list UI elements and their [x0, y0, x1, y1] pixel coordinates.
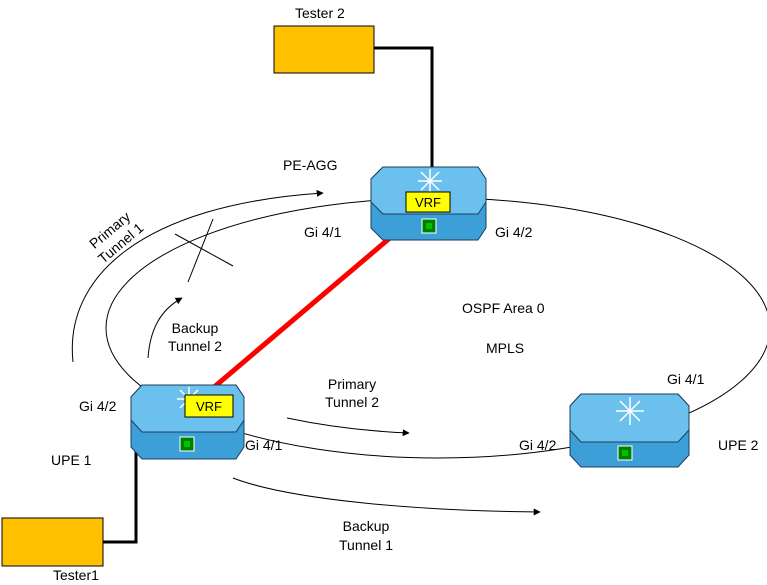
upe1-port-gi41: Gi 4/1 [245, 437, 283, 453]
pe-agg-label: PE-AGG [283, 157, 337, 173]
upe1-router: VRF [130, 384, 245, 460]
tester-1 [1, 517, 104, 567]
vrf-label: VRF [196, 399, 222, 414]
upe2-port-gi42: Gi 4/2 [519, 437, 557, 453]
router-star-icon [616, 397, 644, 425]
switch-module-icon [179, 436, 195, 452]
tester-2 [273, 25, 375, 74]
upe2-router [569, 393, 690, 468]
pe-agg-port-gi42: Gi 4/2 [495, 224, 533, 240]
upe1-label: UPE 1 [51, 452, 92, 468]
backup-tunnel-2-label-line1: Backup [172, 320, 219, 336]
pe-agg-router: VRF [370, 166, 487, 241]
primary-tunnel-2-arrow [286, 417, 410, 437]
backup-tunnel-1-arrow [232, 477, 541, 516]
tunnel-failure-mark [187, 218, 214, 283]
tester1-link [103, 450, 138, 544]
tester2-link [374, 46, 434, 175]
primary-tunnel-2-label-line1: Primary [328, 376, 376, 392]
primary-tunnel-1-arrow [71, 189, 324, 363]
tester2-label: Tester 2 [295, 5, 345, 21]
upe1-port-gi42: Gi 4/2 [79, 398, 117, 414]
backup-tunnel-2-arrow [147, 297, 183, 359]
backup-tunnel-1-label-line2: Tunnel 1 [339, 537, 393, 553]
vrf-box [405, 191, 451, 213]
backup-tunnel-1-label-line1: Backup [343, 518, 390, 534]
mpls-label: MPLS [486, 340, 524, 356]
vrf-link [198, 213, 419, 401]
primary-tunnel-2-label-line2: Tunnel 2 [325, 394, 379, 410]
tester1-label: Tester1 [53, 567, 99, 583]
upe2-label: UPE 2 [718, 437, 759, 453]
backup-tunnel-2-label-line2: Tunnel 2 [168, 338, 222, 354]
switch-module-icon [617, 445, 633, 461]
ospf-area-label: OSPF Area 0 [462, 300, 545, 316]
upe2-port-gi41: Gi 4/1 [667, 371, 705, 387]
primary-tunnel-1-label: Primary Tunnel 1 [86, 208, 147, 266]
vrf-box [184, 394, 234, 418]
switch-module-icon [421, 218, 437, 234]
router-star-icon [418, 169, 442, 193]
pe-agg-port-gi41: Gi 4/1 [304, 224, 342, 240]
tunnel-failure-mark [174, 233, 234, 267]
vrf-label: VRF [415, 195, 441, 210]
